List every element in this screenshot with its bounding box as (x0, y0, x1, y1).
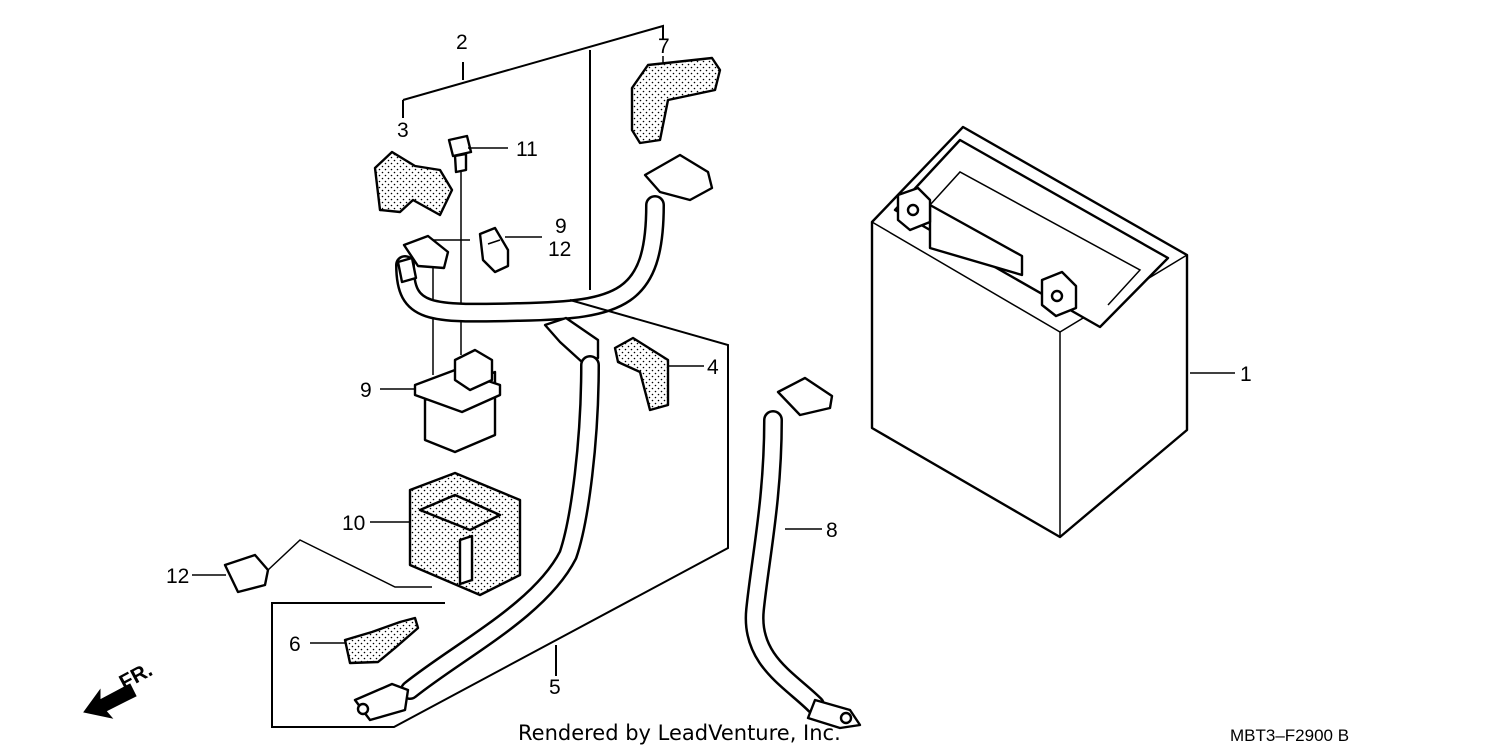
positive-cable-2[interactable] (395, 153, 714, 323)
terminal-cover-3[interactable] (373, 150, 454, 217)
starter-cable-5[interactable] (353, 316, 600, 722)
callout-9b: 9 (360, 379, 372, 402)
fuse-9-12[interactable] (478, 226, 510, 274)
battery[interactable] (870, 125, 1189, 539)
callout-1: 1 (1240, 363, 1252, 386)
callout-11: 11 (516, 138, 538, 161)
terminal-cover-4[interactable] (613, 336, 670, 412)
callout-6: 6 (289, 633, 301, 656)
relay-cover-10[interactable] (408, 471, 522, 597)
negative-cable-8[interactable] (744, 376, 862, 730)
front-direction-arrow-icon: FR. (83, 658, 156, 719)
group-bracket-5 (271, 299, 729, 728)
terminal-cover-7[interactable] (630, 56, 722, 145)
footer-credit: Rendered by LeadVenture, Inc. (518, 721, 841, 745)
callout-10: 10 (342, 512, 365, 535)
diagram-code: MBT3–F2900 B (1230, 726, 1349, 745)
group-bracket-2 (402, 24, 664, 290)
callout-9a: 9 (555, 215, 567, 238)
callout-8: 8 (826, 519, 838, 542)
callout-12b: 12 (166, 565, 189, 588)
cap-6[interactable] (343, 616, 420, 665)
fuse-12[interactable] (223, 539, 432, 594)
callout-12a: 12 (548, 238, 571, 261)
callout-2: 2 (456, 31, 468, 54)
bolt-11[interactable] (447, 134, 473, 355)
callout-7: 7 (658, 35, 670, 58)
callout-4: 4 (707, 356, 719, 379)
callout-3: 3 (397, 119, 409, 142)
callout-5: 5 (549, 676, 561, 699)
starter-relay-9[interactable] (413, 239, 502, 454)
